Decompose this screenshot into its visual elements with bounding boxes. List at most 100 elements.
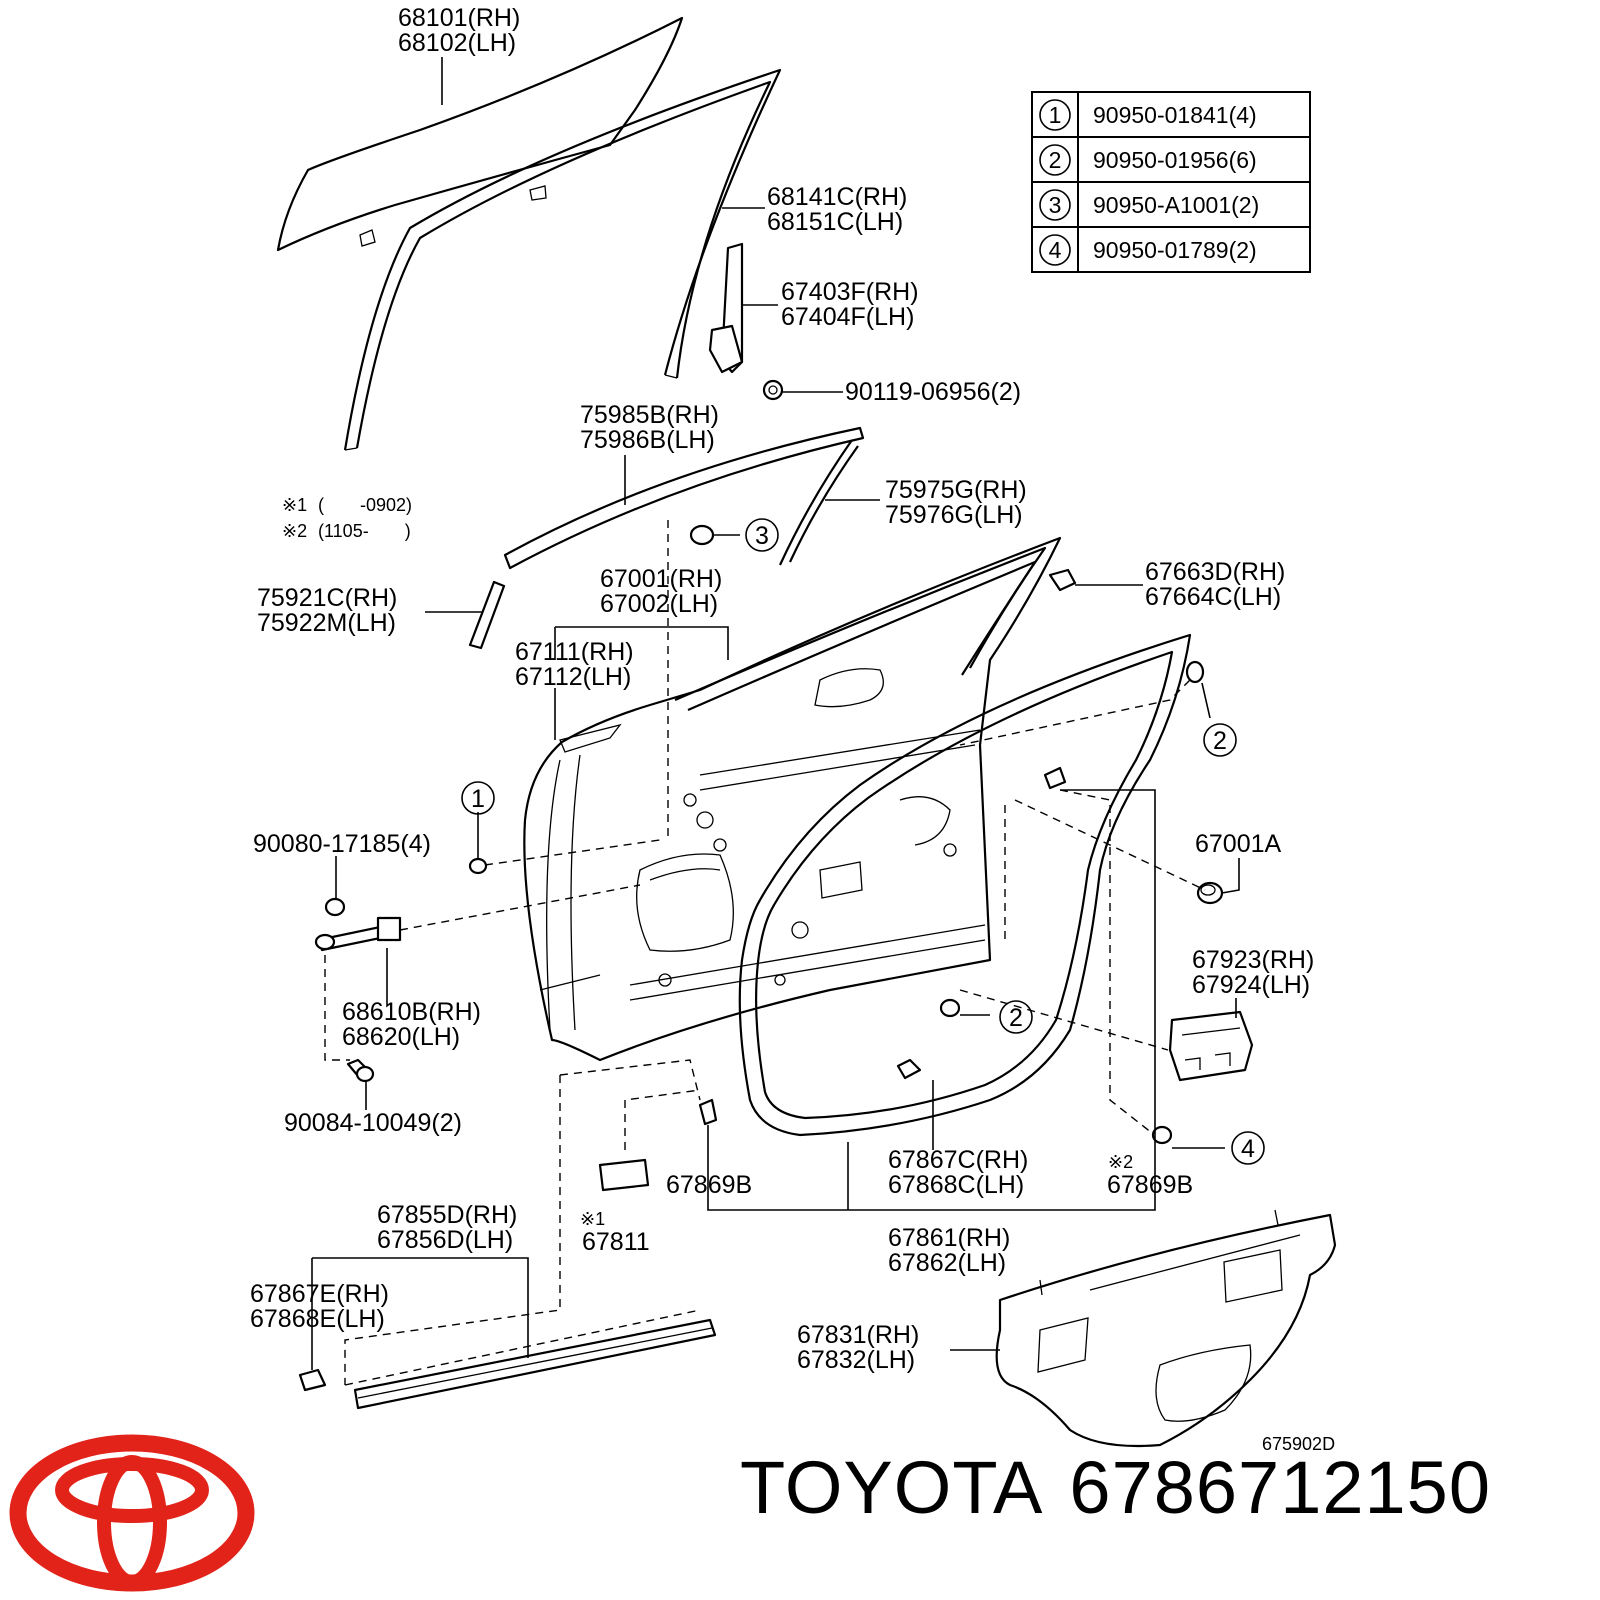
- fastener-table: 1 90950-01841(4) 2 90950-01956(6) 3 9095…: [1031, 91, 1311, 273]
- callout-2-upper: 2: [1203, 723, 1237, 757]
- clip-67867e-part: [298, 1368, 327, 1392]
- table-row-number: 3: [1049, 192, 1062, 218]
- clip-2-lower-part: [939, 998, 961, 1018]
- label-68141: 68141C(RH): [767, 183, 907, 211]
- table-row: 1 90950-01841(4): [1039, 99, 1257, 131]
- table-row-part: 90950-01789(2): [1093, 237, 1257, 263]
- label-67112: 67112(LH): [515, 663, 631, 691]
- callout-3: 3: [745, 518, 779, 552]
- clip-1-part: [468, 857, 488, 875]
- label-67404: 67404F(LH): [781, 303, 914, 331]
- table-row-part: 90950-01956(6): [1093, 147, 1257, 173]
- label-90080: 90080-17185(4): [253, 830, 431, 858]
- label-67924: 67924(LH): [1192, 971, 1310, 999]
- label-67001A: 67001A: [1195, 830, 1282, 858]
- note-1-range: ( -0902): [318, 495, 412, 515]
- table-row-number: 1: [1049, 102, 1062, 128]
- table-row: 2 90950-01956(6): [1039, 144, 1257, 176]
- callout-2-upper-number: 2: [1213, 727, 1227, 755]
- frame-molding-part: [779, 439, 859, 566]
- label-67867E: 67867E(RH): [250, 1280, 389, 1308]
- label-90119: 90119-06956(2): [845, 378, 1021, 406]
- clip-2-upper-part: [1185, 660, 1205, 684]
- toyota-logo-icon: [9, 1434, 255, 1592]
- label-68102: 68102(LH): [398, 29, 516, 57]
- callout-2-lower: 2: [999, 1000, 1033, 1034]
- label-67856: 67856D(LH): [377, 1226, 513, 1254]
- label-67923: 67923(RH): [1192, 946, 1314, 974]
- clip-67867c-part: [896, 1058, 922, 1080]
- window-glass-part: [276, 16, 684, 252]
- label-75985: 75985B(RH): [580, 401, 719, 429]
- label-67832: 67832(LH): [797, 1346, 915, 1374]
- part-number: 6786712150: [1069, 1446, 1491, 1529]
- table-row: 3 90950-A1001(2): [1039, 189, 1259, 221]
- note-2-range: (1105- ): [318, 521, 411, 541]
- bolt-90080-part: [324, 897, 346, 917]
- label-67831: 67831(RH): [797, 1321, 919, 1349]
- glass-run-channel-part: [343, 68, 782, 451]
- label-68620: 68620(LH): [342, 1023, 460, 1051]
- label-68101: 68101(RH): [398, 4, 520, 32]
- pad-67811-part: [598, 1158, 650, 1192]
- clip-4-part: [1151, 1125, 1173, 1145]
- table-row-number: 4: [1049, 237, 1062, 263]
- label-67868C: 67868C(LH): [888, 1171, 1024, 1199]
- callout-1-number: 1: [471, 785, 485, 813]
- part-labels: 68101(RH) 68102(LH) 68141C(RH) 68151C(LH…: [250, 4, 1335, 1454]
- label-67861: 67861(RH): [888, 1224, 1010, 1252]
- callout-4-number: 4: [1241, 1135, 1255, 1163]
- label-75921: 75921C(RH): [257, 584, 397, 612]
- callout-4: 4: [1231, 1131, 1265, 1165]
- callouts: 3 1 2 2 4: [461, 518, 1265, 1165]
- clip-67663-part: [1048, 568, 1077, 592]
- callout-1: 1: [461, 781, 495, 815]
- callout-3-number: 3: [755, 522, 769, 550]
- label-67869B-left: 67869B: [666, 1171, 752, 1199]
- label-67855: 67855D(RH): [377, 1201, 517, 1229]
- leader-lines: [311, 57, 1240, 1370]
- door-panel-part: [523, 536, 1062, 1062]
- table-row-part: 90950-A1001(2): [1093, 192, 1259, 218]
- table-row: 4 90950-01789(2): [1039, 234, 1257, 266]
- label-67002: 67002(LH): [600, 590, 718, 618]
- note-marks: ※1 ( -0902) ※2 (1105- ) ※1 ※2: [282, 495, 1133, 1229]
- label-90084: 90084-10049(2): [284, 1109, 462, 1137]
- label-67862: 67862(LH): [888, 1249, 1006, 1277]
- label-67867C: 67867C(RH): [888, 1146, 1028, 1174]
- label-68151: 68151C(LH): [767, 208, 903, 236]
- weatherstrip-part: [738, 633, 1192, 1137]
- label-75976: 75976G(LH): [885, 501, 1023, 529]
- footer-brand: TOYOTA 6786712150: [740, 1445, 1491, 1530]
- clip-67869-right-part: [1043, 766, 1067, 790]
- note-2-symbol: ※2: [282, 521, 307, 541]
- label-75986: 75986B(LH): [580, 426, 715, 454]
- door-check-part: [314, 916, 402, 952]
- bolt-90084-part: [346, 1058, 375, 1083]
- label-67111: 67111(RH): [515, 638, 634, 666]
- label-75922: 75922M(LH): [257, 609, 396, 637]
- label-67869B-right: 67869B: [1107, 1171, 1193, 1199]
- brand-name: TOYOTA: [740, 1446, 1044, 1529]
- label-67001: 67001(RH): [600, 565, 722, 593]
- clip-3-part: [689, 524, 715, 546]
- label-75975: 75975G(RH): [885, 476, 1027, 504]
- label-67868E: 67868E(LH): [250, 1305, 385, 1333]
- callout-2-lower-number: 2: [1009, 1004, 1023, 1032]
- label-67664: 67664C(LH): [1145, 583, 1281, 611]
- lower-weatherstrip-part: [353, 1318, 717, 1410]
- label-67811: 67811: [582, 1228, 650, 1256]
- note-2-marker-67869B: ※2: [1108, 1152, 1133, 1172]
- note-1-marker-67811: ※1: [580, 1209, 605, 1229]
- label-68610: 68610B(RH): [342, 998, 481, 1026]
- table-row-number: 2: [1049, 147, 1062, 173]
- note-1-symbol: ※1: [282, 495, 307, 515]
- clip-67869-left-part: [698, 1098, 718, 1126]
- plug-67001a-part: [1196, 881, 1224, 905]
- corner-piece-part: [468, 580, 506, 650]
- label-67663: 67663D(RH): [1145, 558, 1285, 586]
- belt-molding-part: [503, 426, 865, 570]
- bracket-67923-part: [1168, 1010, 1254, 1082]
- table-row-part: 90950-01841(4): [1093, 102, 1257, 128]
